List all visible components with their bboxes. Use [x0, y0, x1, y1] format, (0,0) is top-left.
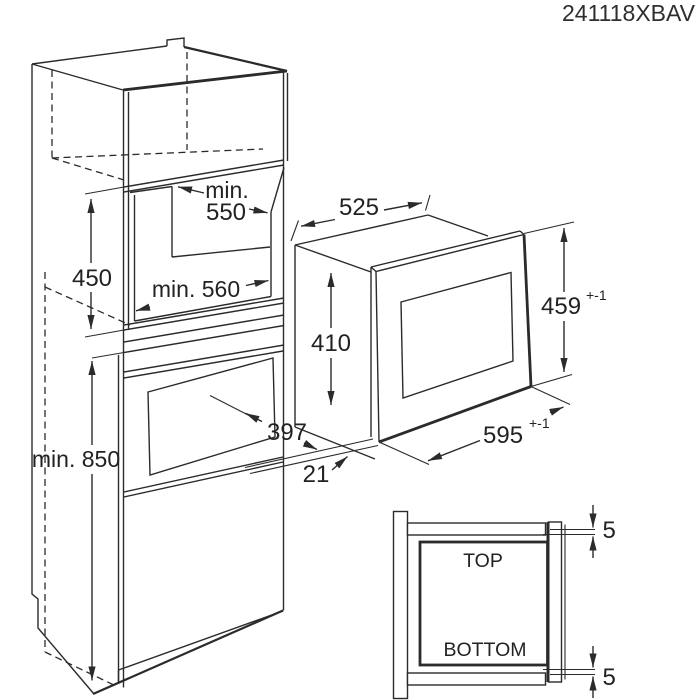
model-code: 241118XBAV: [562, 0, 696, 26]
trim-flange-line-back: [244, 438, 374, 469]
inset-detail-drawing: TOP BOTTOM 5 5: [392, 505, 616, 700]
dim-trim-width-group: 595 +-1: [378, 386, 571, 466]
dim-niche-width: 550: [206, 199, 246, 226]
dim-trim-overhang-group: 21: [303, 455, 348, 488]
dim-trim-height-tolerance: +-1: [586, 287, 607, 303]
dim-body-depth: 397: [267, 419, 307, 446]
dim-niche-depth: min. 560: [152, 276, 240, 302]
dim-niche-depth-group: min. 560: [135, 276, 269, 312]
inset-trim-bar: [547, 521, 563, 683]
dim-body-width: 525: [339, 194, 379, 221]
dim-body-height: 410: [311, 330, 351, 357]
inset-bottom-shelf: [406, 672, 547, 686]
inset-cabinet-side: [392, 510, 409, 700]
dim-trim-width-tolerance: +-1: [529, 415, 550, 431]
dim-trim-height: 459: [541, 293, 581, 320]
inset-bottom-label: BOTTOM: [443, 639, 526, 661]
dim-top-gap-group: 5: [543, 505, 616, 558]
dim-body-width-group: 525: [290, 194, 431, 242]
dim-cabinet-min-height: min. 850: [32, 446, 120, 472]
microwave-door-window: [400, 271, 514, 399]
cabinet-lower-front: [92, 314, 285, 696]
inset-gap-top: 5: [603, 517, 616, 544]
dim-trim-overhang: 21: [303, 461, 330, 488]
dim-cabinet-height-group: min. 850: [32, 351, 125, 681]
dim-body-depth-group: 397: [209, 395, 318, 451]
dim-trim-height-group: 459 +-1: [523, 221, 607, 388]
dim-niche-height: 450: [72, 265, 112, 292]
microwave-trim-frame: [370, 230, 525, 437]
inset-gap-bottom: 5: [603, 664, 616, 691]
inset-top-label: TOP: [463, 550, 503, 572]
dim-niche-width-prefix: min.: [205, 177, 248, 203]
dim-niche-height-group: 450: [72, 186, 125, 338]
cabinet-niche: [123, 167, 285, 331]
microwave-door: [375, 233, 533, 444]
cabinet-outline: [31, 64, 289, 695]
dim-trim-width: 595: [483, 422, 523, 449]
dim-bottom-gap-group: 5: [543, 646, 616, 698]
trim-flange-line-front: [249, 444, 379, 475]
microwave-casing: [294, 214, 489, 460]
microwave-drawing: 525 410 459 +-1 595 +-1: [209, 194, 607, 488]
dim-body-height-group: 410: [311, 273, 351, 405]
cabinet-top-box: [31, 37, 288, 193]
inset-top-shelf: [406, 522, 547, 536]
cabinet-drawing: 450 min. 550 min. 560 min. 850: [31, 37, 289, 696]
dim-niche-width-group: min. 550: [177, 177, 268, 226]
oven-door-window: [147, 357, 276, 476]
